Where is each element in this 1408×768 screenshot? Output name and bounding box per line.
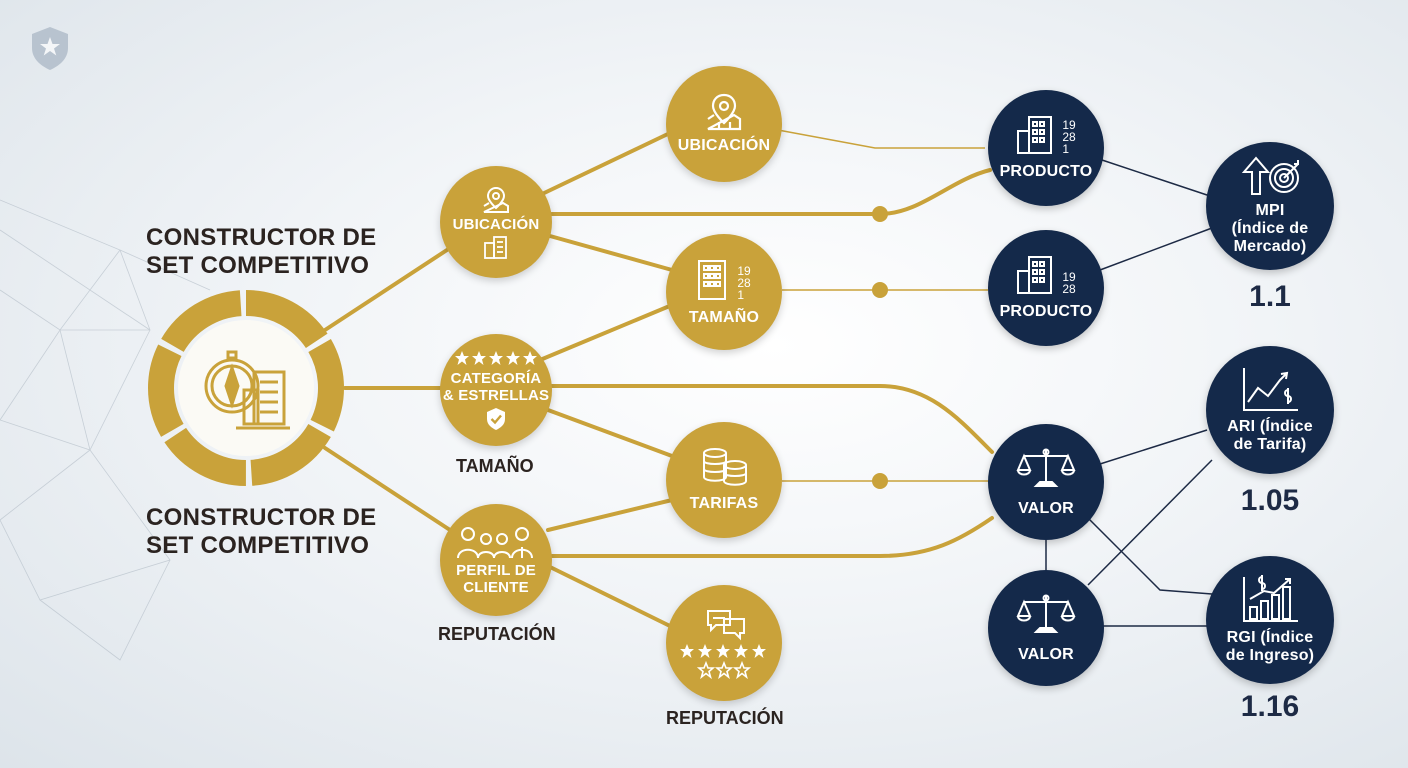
node-valor-2[interactable]: VALOR xyxy=(988,570,1104,686)
chat-rating-icon xyxy=(680,610,766,679)
node-producto-2-label: PRODUCTO xyxy=(999,303,1093,320)
junction-dot xyxy=(872,473,888,489)
ari-value: 1.05 xyxy=(1240,484,1300,517)
navy-connectors xyxy=(1045,159,1213,627)
compass-building-icon xyxy=(204,350,290,430)
coin-stack-icon xyxy=(703,448,747,486)
balance-scale-icon xyxy=(1016,448,1076,487)
junction-dot xyxy=(872,206,888,222)
node-valor-1[interactable]: VALOR xyxy=(988,424,1104,540)
junction-dots xyxy=(872,206,888,489)
hub-ring[interactable] xyxy=(146,288,346,488)
node-reputacion[interactable] xyxy=(666,585,782,701)
mpi-value: 1.1 xyxy=(1249,280,1291,313)
title-bottom-line2: SET COMPETITIVO xyxy=(146,532,370,559)
node-mpi-line3: Mercado) xyxy=(1233,238,1307,255)
node-ari-line2: de Tarifa) xyxy=(1233,436,1307,453)
building-icon xyxy=(1017,116,1053,154)
node-tamano[interactable]: 19 28 1 TAMAÑO xyxy=(666,234,782,350)
calendar-number: 28 xyxy=(1062,282,1076,296)
node-rgi-line2: de Ingreso) xyxy=(1225,647,1315,664)
node-categoria-line1: CATEGORÍA xyxy=(450,369,542,387)
title-top: CONSTRUCTOR DE SET COMPETITIVO xyxy=(146,224,376,280)
title-bottom-line1: CONSTRUCTOR DE xyxy=(146,504,377,531)
gold-connectors xyxy=(323,130,994,629)
node-ubicacion-top[interactable]: UBICACIÓN xyxy=(666,66,782,182)
calendar-number: 19 xyxy=(737,264,751,278)
node-valor-1-label: VALOR xyxy=(1018,500,1074,517)
node-ubicacion-mid[interactable]: UBICACIÓN xyxy=(440,166,552,278)
node-rgi[interactable]: RGI (Índice de Ingreso) xyxy=(1206,556,1334,684)
building-icon xyxy=(1017,256,1053,294)
label-reputacion-perfil: REPUTACIÓN xyxy=(438,624,556,644)
node-mpi[interactable]: MPI (Índice de Mercado) xyxy=(1206,142,1334,270)
node-ari[interactable]: ARI (Índice de Tarifa) xyxy=(1206,346,1334,474)
junction-dot xyxy=(872,282,888,298)
node-producto-2[interactable]: 19 28 PRODUCTO xyxy=(988,230,1104,346)
node-ari-label: ARI (Índice de Tarifa) xyxy=(1227,418,1313,454)
balance-scale-icon xyxy=(1016,594,1076,633)
shield-star-icon xyxy=(32,27,68,70)
star-rating-icon xyxy=(455,350,537,365)
calendar-number: 28 xyxy=(737,276,751,290)
rgi-value: 1.16 xyxy=(1240,690,1300,723)
shield-check-icon xyxy=(487,407,505,430)
node-producto-1[interactable]: 19 28 1 PRODUCTO xyxy=(988,90,1104,206)
map-pin-icon xyxy=(707,93,742,131)
title-bottom: CONSTRUCTOR DE SET COMPETITIVO xyxy=(146,504,376,560)
node-perfil-line2: CLIENTE xyxy=(463,578,529,596)
node-perfil-cliente[interactable]: PERFIL DE CLIENTE xyxy=(440,504,552,616)
map-pin-icon xyxy=(483,186,509,213)
node-producto-1-label: PRODUCTO xyxy=(999,163,1093,180)
trend-chart-icon xyxy=(1243,368,1298,411)
calendar-number: 28 xyxy=(1062,130,1076,144)
label-reputacion-bottom: REPUTACIÓN xyxy=(666,708,784,728)
node-tamano-label: TAMAÑO xyxy=(688,309,760,326)
calendar-numbers: 19 28 1 xyxy=(737,265,750,301)
node-ari-line1: ARI (Índice xyxy=(1227,418,1313,435)
building-icon xyxy=(698,260,727,300)
title-top-line2: SET COMPETITIVO xyxy=(146,252,370,279)
node-mpi-line2: (Índice de xyxy=(1231,220,1309,237)
label-tamano: TAMAÑO xyxy=(456,456,534,476)
node-ubicacion-top-label: UBICACIÓN xyxy=(677,137,771,154)
calendar-number: 1 xyxy=(1062,142,1069,156)
node-categoria-line2: & ESTRELLAS xyxy=(442,386,550,404)
node-perfil-label: PERFIL DE CLIENTE xyxy=(456,562,536,596)
people-group-icon xyxy=(457,526,533,558)
growth-chart-icon xyxy=(1243,575,1298,622)
building-icon xyxy=(484,235,507,259)
node-perfil-line1: PERFIL DE xyxy=(456,561,536,579)
building-calendar-icon: 19 28 1 xyxy=(1016,115,1076,155)
calendar-number: 19 xyxy=(1062,270,1076,284)
title-top-line1: CONSTRUCTOR DE xyxy=(146,224,377,251)
node-tarifas[interactable]: TARIFAS xyxy=(666,422,782,538)
node-categoria-label: CATEGORÍA & ESTRELLAS xyxy=(443,370,549,404)
node-rgi-line1: RGI (Índice xyxy=(1226,629,1314,646)
node-tarifas-label: TARIFAS xyxy=(689,495,759,512)
calendar-number: 19 xyxy=(1062,118,1076,132)
background-mesh xyxy=(0,199,211,661)
calendar-number: 1 xyxy=(737,288,744,302)
calendar-numbers: 19 28 xyxy=(1062,271,1075,295)
node-rgi-label: RGI (Índice de Ingreso) xyxy=(1226,629,1314,665)
arrow-target-icon xyxy=(1241,156,1299,195)
calendar-numbers: 19 28 1 xyxy=(1062,119,1075,155)
node-ubicacion-mid-label: UBICACIÓN xyxy=(452,215,540,233)
node-categoria[interactable]: CATEGORÍA & ESTRELLAS xyxy=(440,334,552,446)
building-calendar-icon: 19 28 xyxy=(1016,255,1076,295)
node-mpi-label: MPI (Índice de Mercado) xyxy=(1232,202,1309,256)
building-calendar-icon: 19 28 1 xyxy=(697,257,751,301)
node-mpi-line1: MPI xyxy=(1255,202,1285,219)
node-valor-2-label: VALOR xyxy=(1018,646,1074,663)
